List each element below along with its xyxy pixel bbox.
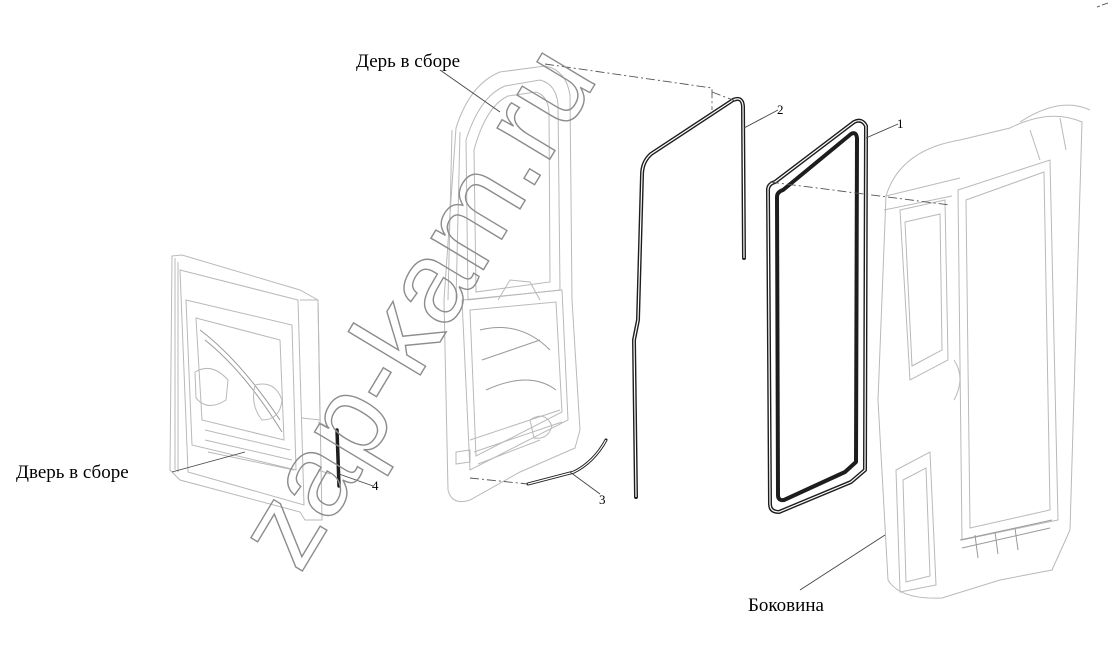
seal-4 xyxy=(317,421,341,488)
seal-1 xyxy=(766,118,868,514)
label-door-assembly-top: Дерь в сборе xyxy=(356,51,461,72)
callout-4: 4 xyxy=(372,478,379,493)
door-frame xyxy=(443,65,581,503)
callout-3: 3 xyxy=(599,492,606,507)
alignment-lines xyxy=(469,63,951,485)
callout-1: 1 xyxy=(897,116,904,131)
corner-mark xyxy=(1096,2,1109,8)
leader-lines xyxy=(171,69,899,591)
callout-2: 2 xyxy=(777,102,784,117)
label-side-panel: Боковина xyxy=(748,595,824,616)
side-panel xyxy=(877,104,1091,599)
inner-door-panel xyxy=(169,254,323,521)
label-door-assembly-left: Дверь в сборе xyxy=(16,462,129,483)
watermark: zap-kam.ru xyxy=(209,23,621,589)
seal-2 xyxy=(632,96,746,499)
seal-3 xyxy=(526,438,608,486)
watermark-text: zap-kam.ru xyxy=(210,24,620,588)
